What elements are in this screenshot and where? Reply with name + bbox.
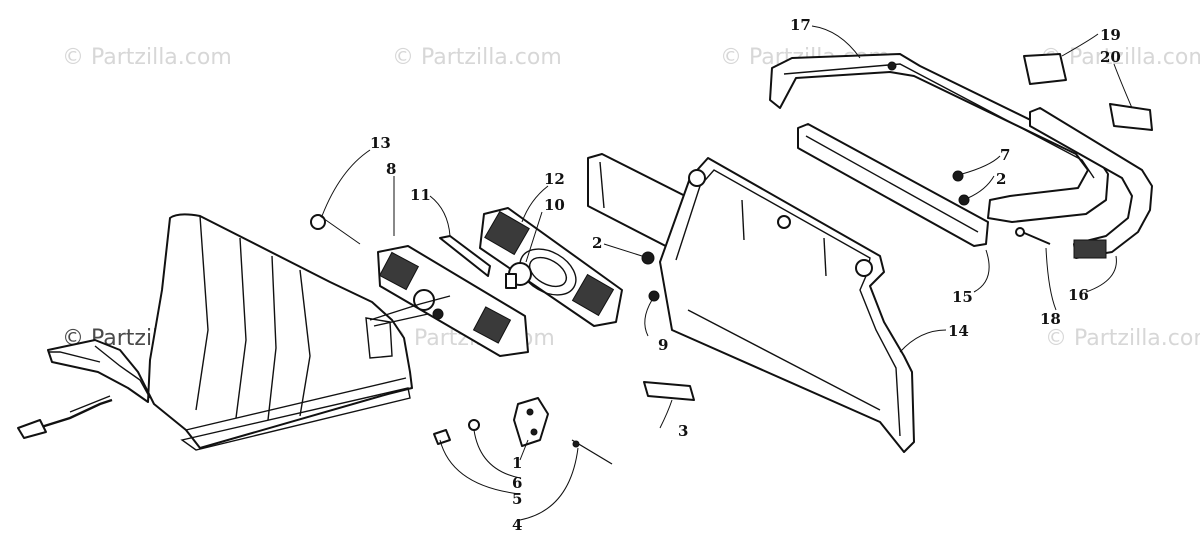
callout-8: 8 [386, 160, 396, 178]
callout-20: 20 [1100, 48, 1121, 66]
decal-19 [1023, 53, 1067, 85]
watermark-1: © Partzilla.com [62, 45, 232, 70]
nut-9 [648, 290, 660, 302]
tail-light-base [369, 245, 529, 357]
callout-13: 13 [370, 134, 391, 152]
bracket-assembly [433, 397, 613, 465]
callout-5: 5 [512, 490, 522, 508]
callout-14: 14 [948, 322, 969, 340]
license-plate-housing [659, 157, 915, 453]
rear-bumper [769, 53, 1109, 223]
callout-17: 17 [790, 16, 811, 34]
callout-4: 4 [512, 516, 522, 534]
reflector-bar [797, 123, 989, 247]
callout-16: 16 [1068, 286, 1089, 304]
bumper-strap [1029, 107, 1153, 259]
callout-10: 10 [544, 196, 565, 214]
bulb [505, 262, 532, 289]
nut-2a [641, 251, 655, 265]
leader-lines [319, 25, 1133, 521]
watermark-7: © Partzilla.com [1045, 326, 1200, 351]
callout-15: 15 [952, 288, 973, 306]
fastener-2b [958, 194, 970, 206]
plate-3 [643, 381, 695, 401]
callout-6: 6 [512, 474, 522, 492]
screw-18 [1015, 227, 1051, 245]
callout-2b: 2 [996, 170, 1006, 188]
wire-harness [17, 395, 113, 439]
watermark-4: © Partzilla.com [1040, 45, 1200, 70]
screw-13 [310, 214, 326, 230]
gasket-strip [439, 235, 491, 277]
watermark-2: © Partzilla.com [392, 45, 562, 70]
callout-18: 18 [1040, 310, 1061, 328]
callout-11: 11 [410, 186, 431, 204]
callout-3: 3 [678, 422, 688, 440]
callout-12: 12 [544, 170, 565, 188]
callout-2a: 2 [592, 234, 602, 252]
callout-19: 19 [1100, 26, 1121, 44]
decal-20 [1109, 103, 1153, 131]
tail-light-lens [479, 207, 623, 327]
fastener-7 [952, 170, 964, 182]
hood-housing [47, 213, 413, 451]
callout-1: 1 [512, 454, 522, 472]
callout-9: 9 [658, 336, 668, 354]
callout-7: 7 [1000, 146, 1010, 164]
